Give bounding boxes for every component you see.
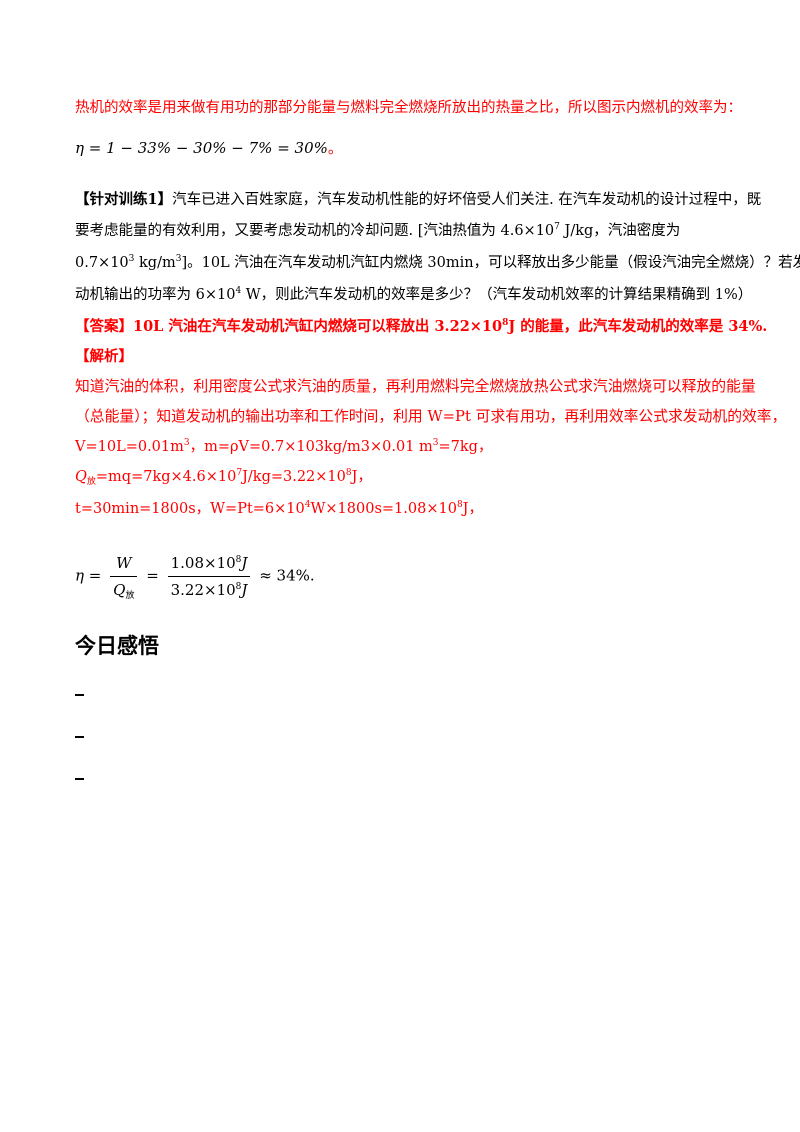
reflection-blank-1	[75, 694, 84, 696]
analysis-sup-4b: 8	[345, 468, 352, 478]
reflection-blank-2	[75, 736, 84, 738]
analysis-sup-3a: 3	[183, 438, 190, 448]
den2-unit: J	[241, 581, 248, 599]
den2-exp: 8	[235, 582, 242, 592]
reflection-blank-3	[75, 778, 84, 780]
exercise-text-3b: kg/m	[134, 255, 176, 271]
analysis-sup-3b: 3	[432, 438, 439, 448]
exercise-text-3a: 0.7×10	[75, 255, 129, 271]
analysis-text-3c: =7kg，	[438, 439, 493, 455]
analysis-line-3: V=10L=0.01m3，m=ρV=0.7×103kg/m3×0.01 m3=7…	[75, 437, 492, 457]
analysis-q: Q	[75, 469, 87, 485]
exercise-line-3: 0.7×103 kg/m3]。10L 汽油在汽车发动机汽缸内燃烧 30min，可…	[75, 253, 800, 273]
fraction-numerator-value: 1.08×108J	[167, 552, 251, 577]
fraction-denominator-value: 3.22×108J	[168, 577, 251, 601]
answer-text-b: J 的能量，此汽车发动机的效率是 34%.	[508, 318, 768, 335]
fraction-w-over-q: W Q放	[110, 552, 138, 601]
den2-mantissa: 3.22×10	[170, 581, 236, 599]
fraction-denominator-q: Q放	[110, 577, 137, 601]
equals-sign-2: =	[146, 566, 159, 585]
intro-formula-tail: 。	[327, 139, 343, 157]
answer-label: 【答案】	[75, 318, 133, 335]
analysis-text-3b: ，m=ρV=0.7×103kg/m3×0.01 m	[189, 439, 433, 455]
efficiency-formula: η = W Q放 = 1.08×108J 3.22×108J ≈ 34%.	[75, 552, 315, 601]
exercise-text-2a: 要考虑能量的有效利用，又要考虑发动机的冷却问题. [汽油热值为 4.6×10	[75, 223, 555, 239]
analysis-text-4a: =mq=7kg×4.6×10	[95, 469, 237, 485]
eta-symbol: η	[75, 566, 84, 585]
fraction-values: 1.08×108J 3.22×108J	[167, 552, 251, 601]
num2-mantissa: 1.08×10	[170, 554, 236, 572]
fraction-numerator-w: W	[110, 552, 138, 577]
analysis-line-4: Q放=mq=7kg×4.6×107J/kg=3.22×108J，	[75, 467, 372, 487]
q-symbol: Q	[113, 581, 126, 599]
analysis-text-3a: V=10L=0.01m	[75, 439, 184, 455]
efficiency-result: ≈ 34%.	[259, 566, 315, 585]
exercise-sup-3a: 3	[128, 254, 135, 264]
analysis-text-4b: J/kg=3.22×10	[242, 469, 346, 485]
num2-exp: 8	[235, 555, 242, 565]
analysis-sup-5b: 8	[456, 500, 463, 510]
analysis-text-5a: t=30min=1800s，W=Pt=6×10	[75, 501, 305, 517]
intro-formula: η = 1 − 33% − 30% − 7% = 30%。	[75, 138, 343, 158]
answer-sup: 8	[502, 318, 509, 328]
answer-line: 【答案】10L 汽油在汽车发动机汽缸内燃烧可以释放出 3.22×108J 的能量…	[75, 317, 767, 337]
analysis-q-sub: 放	[86, 477, 96, 487]
intro-text: 热机的效率是用来做有用功的那部分能量与燃料完全燃烧所放出的热量之比，所以图示内燃…	[75, 100, 742, 116]
analysis-sup-5a: 4	[304, 500, 311, 510]
equals-sign: =	[88, 566, 102, 585]
exercise-tag: 【针对训练1】	[75, 191, 173, 208]
exercise-sup-3b: 3	[175, 254, 182, 264]
reflection-heading: 今日感悟	[75, 634, 159, 658]
exercise-line-2: 要考虑能量的有效利用，又要考虑发动机的冷却问题. [汽油热值为 4.6×107 …	[75, 221, 680, 241]
analysis-sup-4a: 7	[236, 468, 243, 478]
exercise-text-3c: ]。10L 汽油在汽车发动机汽缸内燃烧 30min，可以释放出多少能量（假设汽油…	[181, 255, 800, 271]
analysis-line-5: t=30min=1800s，W=Pt=6×104W×1800s=1.08×108…	[75, 499, 483, 519]
exercise-text-4a: 动机输出的功率为 6×10	[75, 287, 236, 303]
exercise-sup-4: 4	[235, 286, 242, 296]
exercise-text-4b: W，则此汽车发动机的效率是多少？（汽车发动机效率的计算结果精确到 1%）	[241, 287, 753, 303]
q-subscript: 放	[125, 591, 135, 601]
num2-unit: J	[241, 554, 248, 572]
analysis-line-1: 知道汽油的体积，利用密度公式求汽油的质量，再利用燃料完全燃烧放热公式求汽油燃烧可…	[75, 378, 756, 395]
exercise-sup-2: 7	[554, 222, 560, 232]
exercise-text-2b: J/kg，汽油密度为	[559, 223, 681, 239]
analysis-label: 【解析】	[75, 348, 133, 365]
answer-text-a: 10L 汽油在汽车发动机汽缸内燃烧可以释放出 3.22×10	[133, 318, 503, 335]
analysis-text-5b: W×1800s=1.08×10	[310, 501, 457, 517]
analysis-text-4c: J，	[351, 469, 372, 485]
analysis-text-5c: J，	[462, 501, 483, 517]
exercise-text-1: 汽车已进入百姓家庭，汽车发动机性能的好坏倍受人们关注. 在汽车发动机的设计过程中…	[172, 192, 762, 208]
analysis-line-2: （总能量）；知道发动机的输出功率和工作时间，利用 W=Pt 可求有用功，再利用效…	[75, 408, 787, 425]
exercise-line-1: 【针对训练1】汽车已进入百姓家庭，汽车发动机性能的好坏倍受人们关注. 在汽车发动…	[75, 190, 761, 210]
exercise-line-4: 动机输出的功率为 6×104 W，则此汽车发动机的效率是多少？（汽车发动机效率的…	[75, 285, 752, 305]
intro-formula-body: η = 1 − 33% − 30% − 7% = 30%	[75, 139, 328, 157]
